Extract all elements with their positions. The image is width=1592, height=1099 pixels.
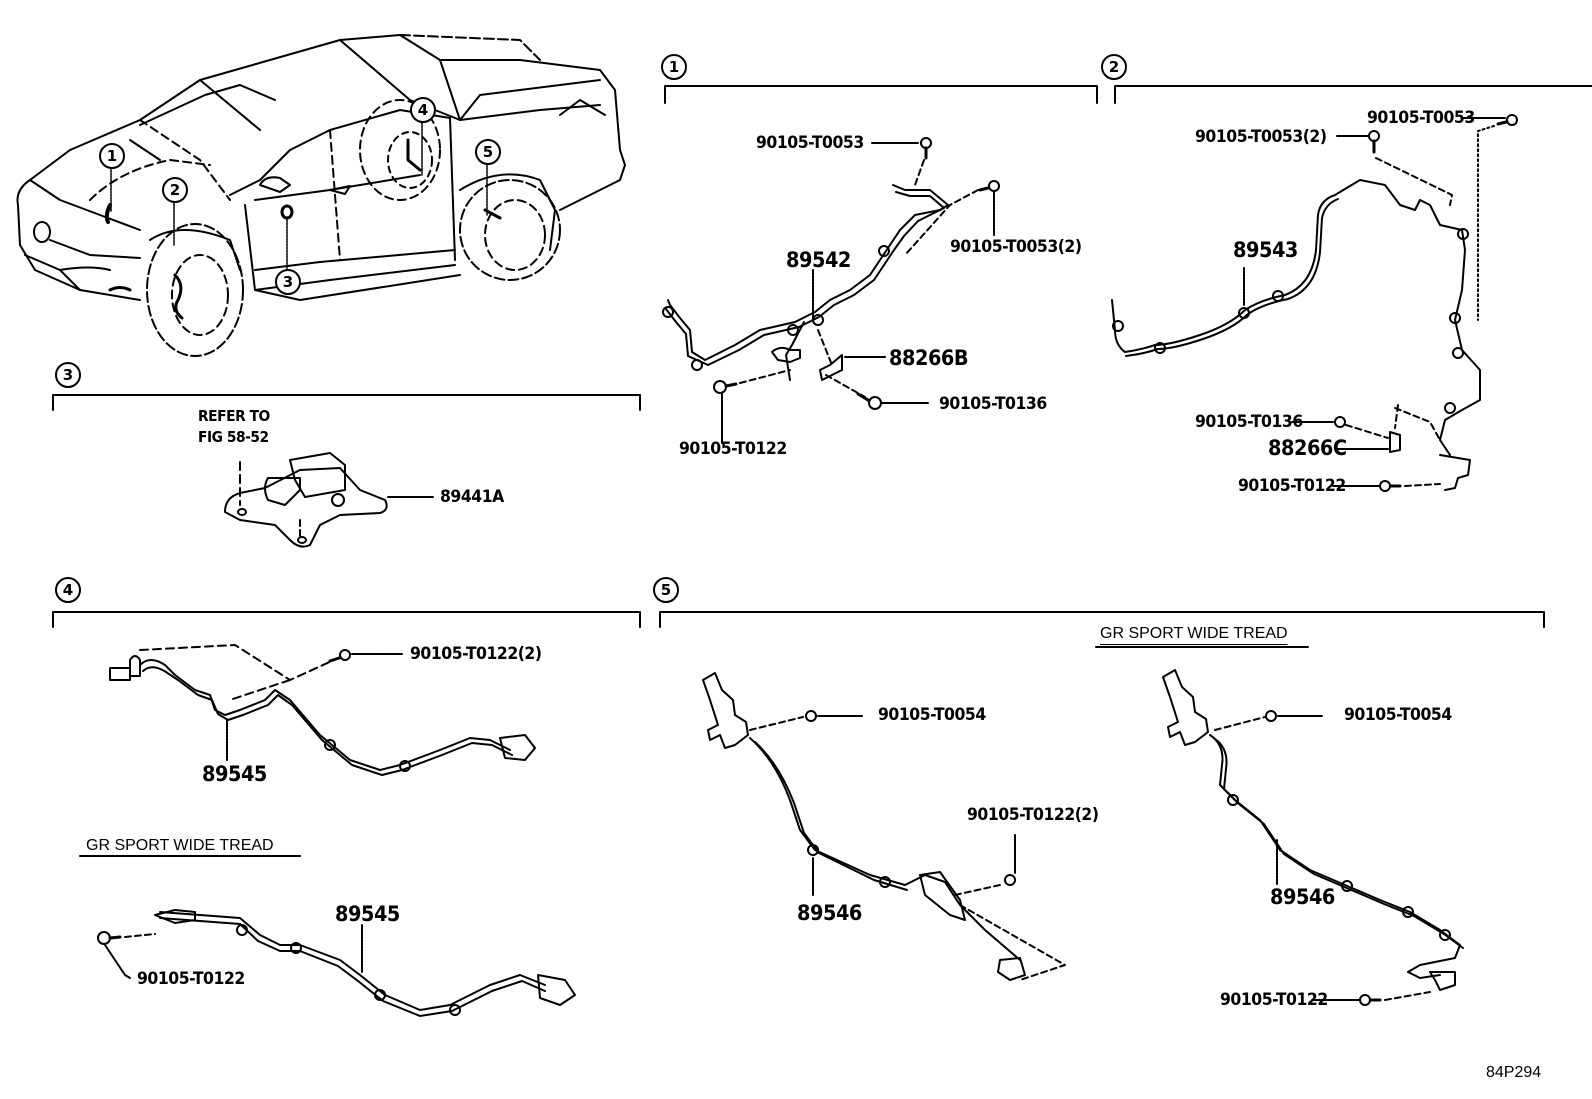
part-label-90105-T0122[interactable]: 90105-T0122 [679, 439, 787, 459]
overview-callout-3[interactable]: 3 [275, 269, 301, 295]
section-4-bracket [53, 612, 640, 627]
section-5-variant-artwork [1096, 647, 1463, 1005]
part-label-89545[interactable]: 89545 [202, 762, 267, 786]
part-label-90105-T0122[interactable]: 90105-T0122 [137, 969, 245, 989]
part-label-90105-T0122-qty2[interactable]: 90105-T0122(2) [410, 644, 542, 664]
overview-callout-5[interactable]: 5 [475, 139, 501, 165]
overview-callout-2[interactable]: 2 [162, 177, 188, 203]
section-1-marker: 1 [661, 54, 687, 80]
part-label-89545[interactable]: 89545 [335, 902, 400, 926]
vehicle-illustration [18, 35, 626, 356]
part-label-88266C[interactable]: 88266C [1268, 436, 1347, 460]
overview-callout-4[interactable]: 4 [410, 97, 436, 123]
part-label-89546[interactable]: 89546 [797, 901, 862, 925]
part-label-89441A[interactable]: 89441A [440, 487, 504, 507]
part-label-90105-T0053-qty2[interactable]: 90105-T0053(2) [1195, 127, 1327, 147]
part-label-90105-T0053[interactable]: 90105-T0053 [756, 133, 864, 153]
part-label-89546[interactable]: 89546 [1270, 885, 1335, 909]
section-1-bracket [665, 86, 1097, 103]
part-label-90105-T0054[interactable]: 90105-T0054 [1344, 705, 1452, 725]
overview-callout-1[interactable]: 1 [99, 143, 125, 169]
variant-heading-gr-sport-wide-tread: GR SPORT WIDE TREAD [86, 837, 274, 854]
section-2-artwork [1112, 115, 1517, 491]
section-5-bracket [660, 612, 1544, 627]
section-1-artwork [663, 138, 999, 443]
part-label-90105-T0053-qty2[interactable]: 90105-T0053(2) [950, 237, 1082, 257]
section-5-artwork [703, 673, 1065, 980]
part-label-90105-T0136[interactable]: 90105-T0136 [1195, 412, 1303, 432]
part-label-90105-T0136[interactable]: 90105-T0136 [939, 394, 1047, 414]
variant-heading-gr-sport-wide-tread: GR SPORT WIDE TREAD [1100, 625, 1288, 642]
section-4-variant-artwork [80, 856, 575, 1016]
part-label-90105-T0122[interactable]: 90105-T0122 [1220, 990, 1328, 1010]
figure-code: 84P294 [1486, 1064, 1542, 1081]
section-2-bracket [1115, 86, 1592, 103]
refer-to-text: REFER TO [198, 407, 270, 425]
part-label-90105-T0122-qty2[interactable]: 90105-T0122(2) [967, 805, 1099, 825]
section-3-marker: 3 [55, 362, 81, 388]
section-2-marker: 2 [1101, 54, 1127, 80]
section-3-bracket [53, 395, 640, 410]
section-3-artwork [225, 453, 433, 547]
part-label-90105-T0054[interactable]: 90105-T0054 [878, 705, 986, 725]
figure-reference-link[interactable]: FIG 58-52 [198, 428, 269, 446]
part-label-90105-T0122[interactable]: 90105-T0122 [1238, 476, 1346, 496]
part-label-90105-T0053[interactable]: 90105-T0053 [1367, 108, 1475, 128]
part-label-89543[interactable]: 89543 [1233, 238, 1298, 262]
section-5-marker: 5 [653, 577, 679, 603]
part-label-89542[interactable]: 89542 [786, 248, 851, 272]
part-label-88266B[interactable]: 88266B [889, 346, 969, 370]
section-4-marker: 4 [55, 577, 81, 603]
section-4-artwork [110, 645, 535, 775]
